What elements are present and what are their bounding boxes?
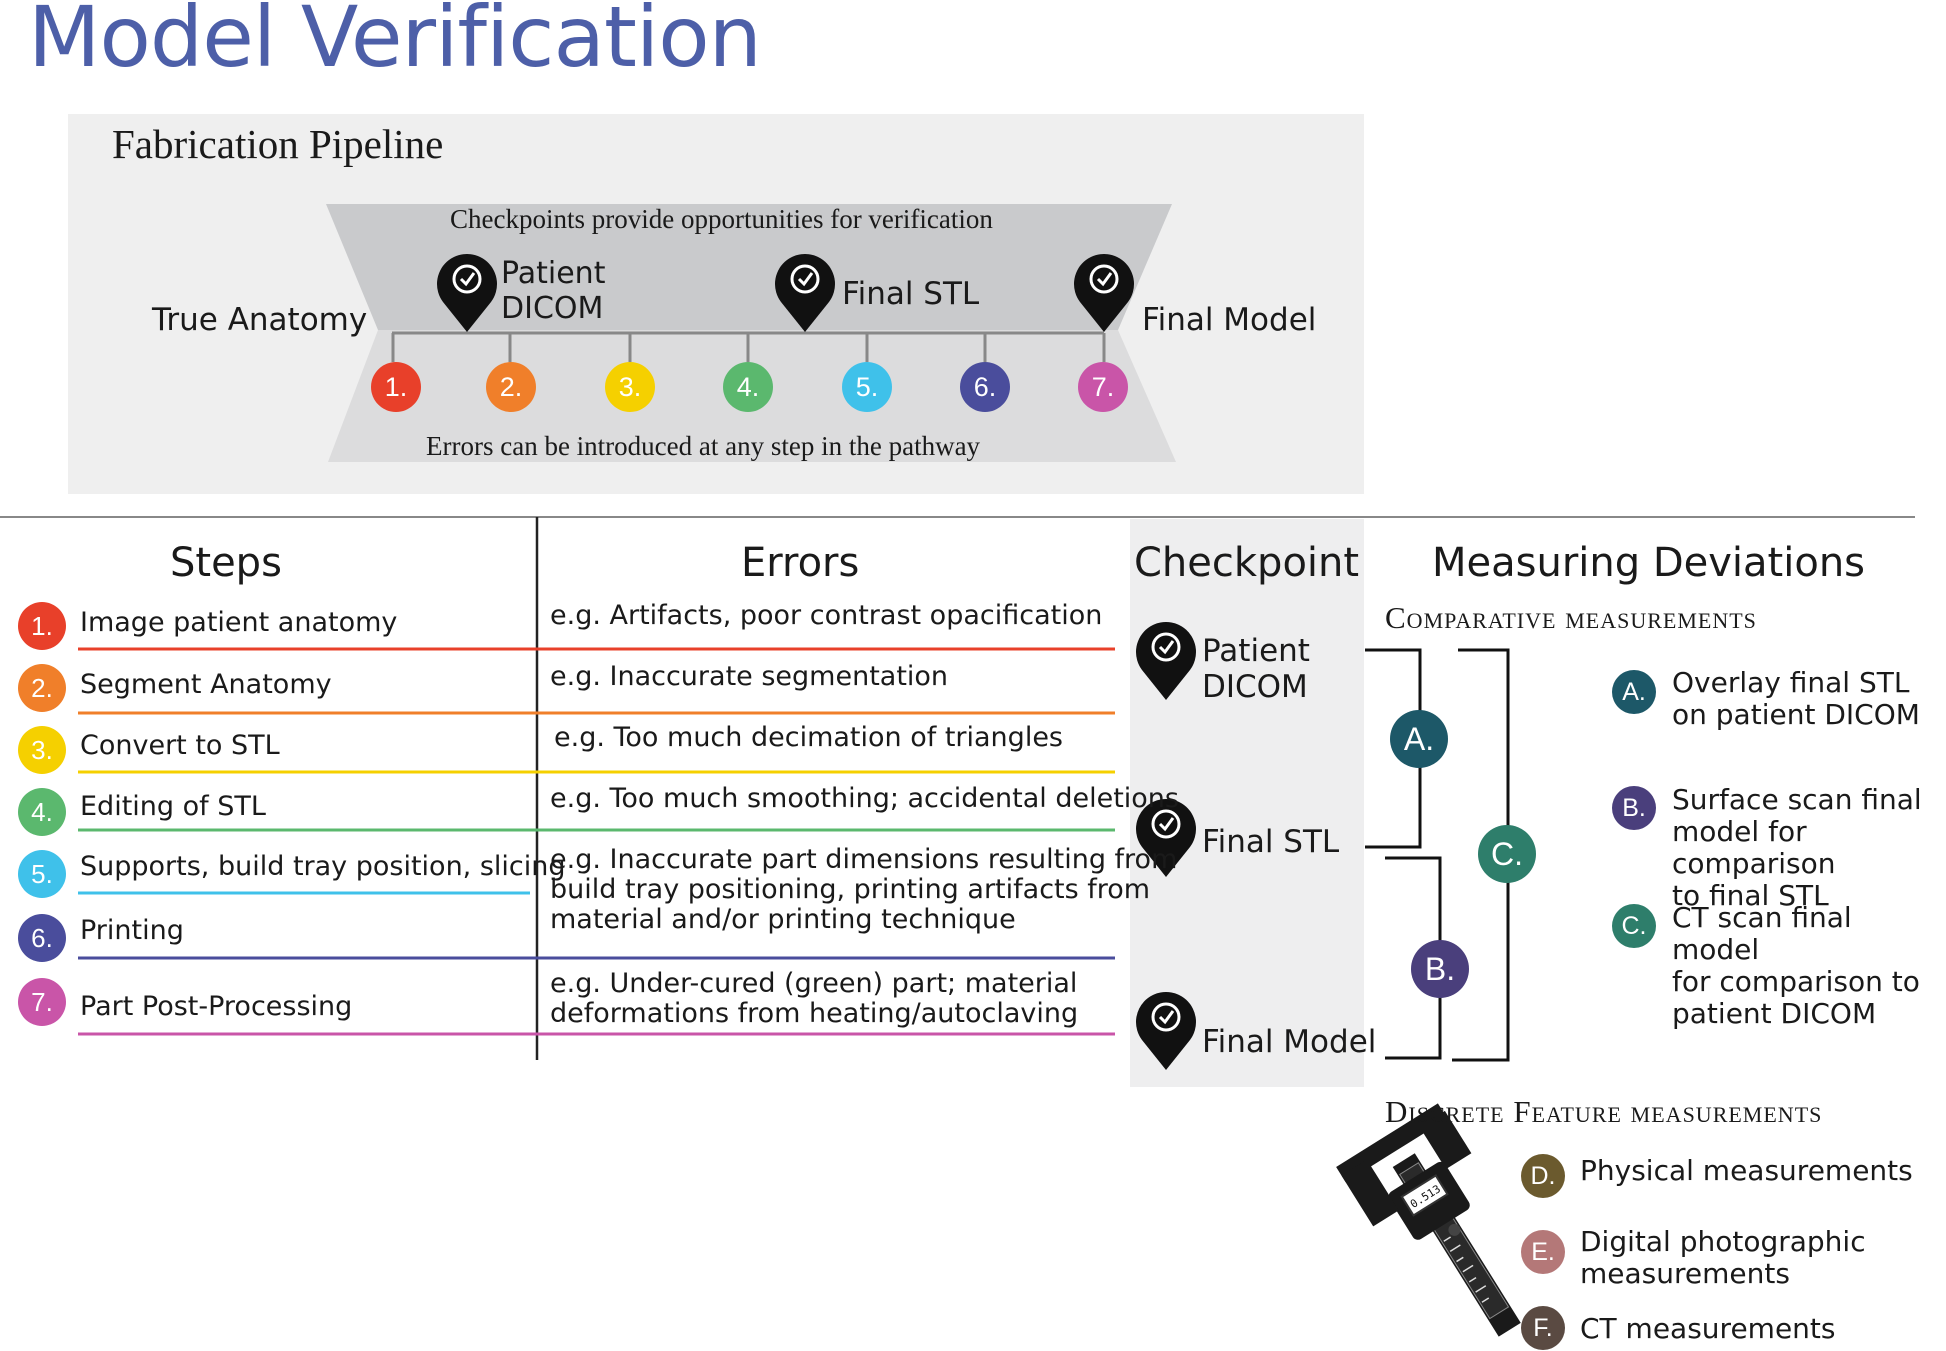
step-number-badge: 3. bbox=[18, 726, 66, 774]
pipeline-step-5: 5. bbox=[842, 362, 892, 412]
checkpoint-label: Patient DICOM bbox=[1202, 633, 1310, 705]
measurement-letter-badge: B. bbox=[1612, 786, 1656, 830]
checkmark-pin-icon bbox=[775, 254, 835, 332]
measurement-description: CT scan final model for comparison to pa… bbox=[1672, 901, 1920, 1030]
measurement-letter-badge: E. bbox=[1521, 1230, 1565, 1274]
error-example: e.g. Inaccurate part dimensions resultin… bbox=[550, 844, 1178, 935]
top-banner-text: Checkpoints provide opportunities for ve… bbox=[450, 204, 993, 234]
checkpoint-header: Checkpoint bbox=[1134, 540, 1360, 586]
errors-header: Errors bbox=[741, 540, 860, 586]
caliper-icon: 0.513 bbox=[1336, 1103, 1521, 1337]
checkpoint-label: Final Model bbox=[1202, 1024, 1377, 1060]
pipeline-checkpoint-label: Patient DICOM bbox=[501, 256, 606, 326]
measurement-description: Physical measurements bbox=[1580, 1154, 1913, 1187]
bottom-banner-text: Errors can be introduced at any step in … bbox=[426, 431, 981, 461]
step-label: Supports, build tray position, slicing bbox=[80, 851, 566, 882]
error-example: e.g. Under-cured (green) part; material … bbox=[550, 968, 1079, 1029]
pipeline-step-7: 7. bbox=[1078, 362, 1128, 412]
pipeline-step-3: 3. bbox=[605, 362, 655, 412]
bracket-letter-a: A. bbox=[1390, 710, 1448, 768]
pipeline-step-4: 4. bbox=[723, 362, 773, 412]
measurement-description: CT measurements bbox=[1580, 1312, 1836, 1345]
measurement-description: Digital photographic measurements bbox=[1580, 1225, 1866, 1290]
checkmark-pin-icon bbox=[1136, 992, 1196, 1070]
pipeline-heading: Fabrication Pipeline bbox=[112, 121, 444, 167]
pipeline-step-2: 2. bbox=[486, 362, 536, 412]
step-number-badge: 1. bbox=[18, 602, 66, 650]
step-label: Printing bbox=[80, 915, 184, 946]
page-title: Model Verification bbox=[28, 0, 762, 86]
step-number-badge: 7. bbox=[18, 978, 66, 1026]
step-number-badge: 2. bbox=[18, 664, 66, 712]
error-example: e.g. Inaccurate segmentation bbox=[550, 661, 949, 692]
measurement-letter-badge: F. bbox=[1521, 1306, 1565, 1350]
measurement-letter-badge: A. bbox=[1612, 670, 1656, 714]
checkmark-pin-icon bbox=[1136, 622, 1196, 700]
measurement-description: Overlay final STL on patient DICOM bbox=[1672, 666, 1920, 731]
checkmark-pin-icon bbox=[1074, 254, 1134, 332]
step-label: Image patient anatomy bbox=[80, 607, 398, 638]
steps-header: Steps bbox=[170, 540, 282, 586]
measurement-description: Surface scan final model for comparison … bbox=[1672, 783, 1922, 912]
bracket-letter-b: B. bbox=[1411, 940, 1469, 998]
step-label: Segment Anatomy bbox=[80, 669, 332, 700]
pipeline-step-6: 6. bbox=[960, 362, 1010, 412]
checkpoint-label: Final STL bbox=[1202, 824, 1340, 860]
comparative-heading: Comparative measurements bbox=[1385, 600, 1757, 635]
top-banner-shape bbox=[326, 204, 1172, 330]
discrete-heading: Discrete Feature measurements bbox=[1385, 1094, 1823, 1129]
error-example: e.g. Artifacts, poor contrast opacificat… bbox=[550, 600, 1103, 631]
step-number-badge: 6. bbox=[18, 914, 66, 962]
step-number-badge: 5. bbox=[18, 850, 66, 898]
step-number-badge: 4. bbox=[18, 788, 66, 836]
measuring-header: Measuring Deviations bbox=[1432, 540, 1866, 586]
end-label: Final Model bbox=[1142, 302, 1317, 338]
checkmark-pin-icon bbox=[1136, 799, 1196, 877]
step-label: Part Post-Processing bbox=[80, 991, 353, 1022]
bracket-letter-c: C. bbox=[1478, 825, 1536, 883]
pipeline-checkpoint-label: Final STL bbox=[842, 276, 980, 312]
error-example: e.g. Too much decimation of triangles bbox=[554, 722, 1063, 753]
error-example: e.g. Too much smoothing; accidental dele… bbox=[550, 783, 1179, 814]
checkmark-pin-icon bbox=[437, 254, 497, 332]
measurement-letter-badge: D. bbox=[1521, 1154, 1565, 1198]
step-label: Editing of STL bbox=[80, 791, 266, 822]
measurement-letter-badge: C. bbox=[1612, 904, 1656, 948]
start-label: True Anatomy bbox=[152, 302, 368, 338]
step-label: Convert to STL bbox=[80, 730, 280, 761]
pipeline-step-1: 1. bbox=[371, 362, 421, 412]
